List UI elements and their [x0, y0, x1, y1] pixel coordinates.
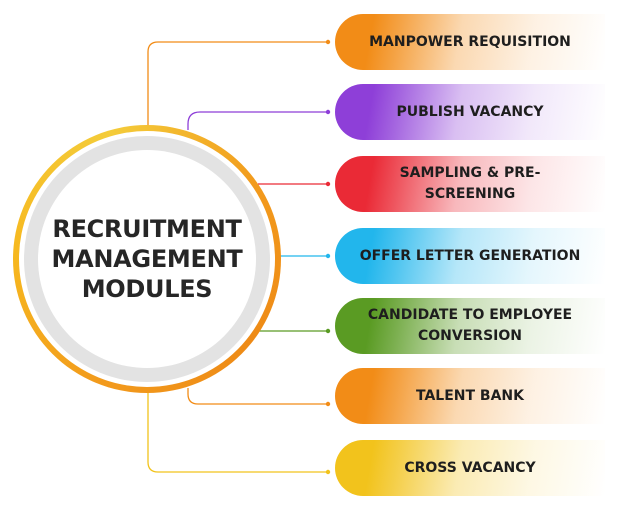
connector-cross-vacancy [147, 391, 327, 473]
module-label: SAMPLING & PRE- SCREENING [399, 165, 541, 202]
connector-dot-candidate-to-employee [325, 328, 331, 334]
module-cross-vacancy: CROSS VACANCY [335, 440, 605, 496]
connector-dot-manpower-requisition [325, 39, 331, 45]
connector-manpower-requisition [147, 41, 327, 128]
module-label: PUBLISH VACANCY [396, 103, 544, 120]
connector-talent-bank [187, 388, 327, 405]
module-publish-vacancy: PUBLISH VACANCY [335, 84, 605, 140]
module-label: MANPOWER REQUISITION [369, 33, 571, 50]
connector-dot-cross-vacancy [325, 469, 331, 475]
connector-dot-offer-letter-generation [325, 253, 331, 259]
connector-dot-talent-bank [325, 401, 331, 407]
module-talent-bank: TALENT BANK [335, 368, 605, 424]
connector-dot-publish-vacancy [325, 109, 331, 115]
hub-title: RECRUITMENT MANAGEMENT MODULES [51, 215, 243, 303]
module-candidate-to-employee-conversion: CANDIDATE TO EMPLOYEE CONVERSION [335, 298, 605, 354]
module-label: TALENT BANK [416, 387, 524, 404]
module-sampling-pre-screening: SAMPLING & PRE- SCREENING [335, 156, 605, 212]
connector-publish-vacancy [187, 111, 327, 130]
module-label: CROSS VACANCY [404, 459, 536, 476]
module-offer-letter-generation: OFFER LETTER GENERATION [335, 228, 605, 284]
module-label: OFFER LETTER GENERATION [359, 247, 581, 264]
connector-dot-sampling-pre-screening [325, 181, 331, 187]
hub-center: RECRUITMENT MANAGEMENT MODULES [38, 150, 256, 368]
module-manpower-requisition: MANPOWER REQUISITION [335, 14, 605, 70]
module-label: CANDIDATE TO EMPLOYEE CONVERSION [367, 307, 573, 344]
